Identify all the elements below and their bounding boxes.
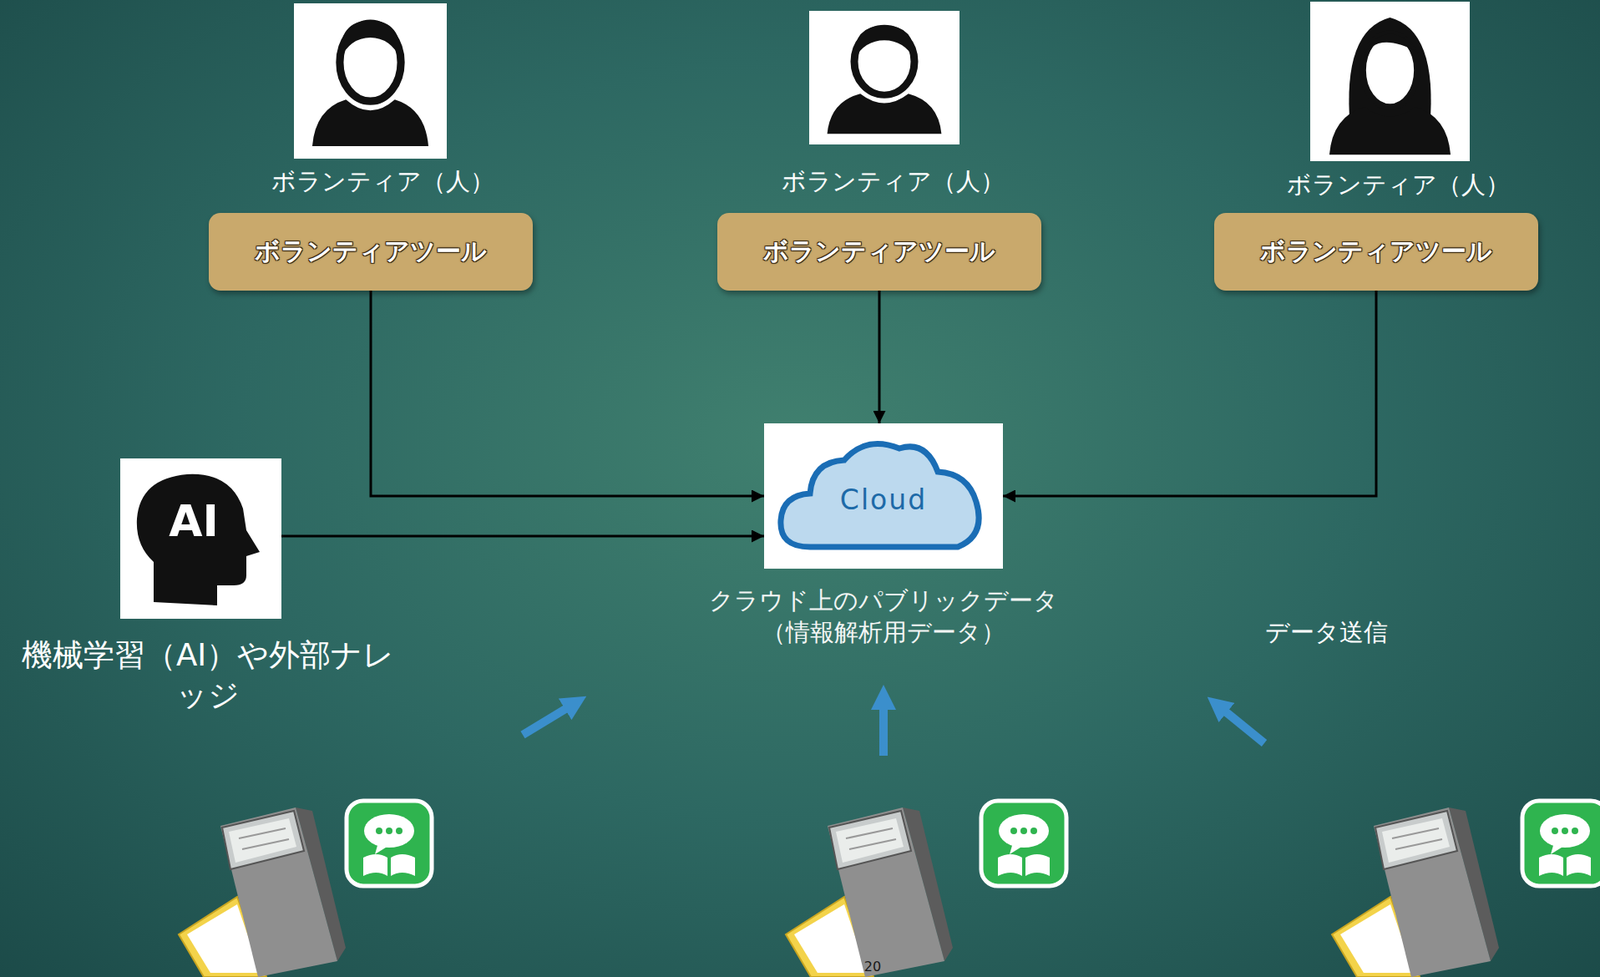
head-silhouette [136,474,260,606]
icon-frame [764,423,1003,569]
app-icon [346,800,432,887]
page-number: 20 [864,958,882,975]
tool-box: ボランティアツール [1214,212,1539,291]
tool-box: ボランティアツール [717,212,1042,291]
person-icon [1310,1,1470,162]
connector [1002,290,1377,497]
ai-icon [120,458,282,619]
send-arrow [522,701,578,735]
node-title: ボランティアツール [254,234,487,269]
app-shape [346,800,432,887]
connector [281,535,765,538]
person-silhouette [827,25,942,135]
flow-label: データ送信 [1265,617,1388,648]
node-caption: 機械学習（AI）や外部ナレッジ [7,635,409,716]
scanner-device [1331,807,1499,977]
person-icon [293,3,447,159]
person-label: ボランティア（人） [271,167,495,197]
person-silhouette [312,20,429,147]
icon-frame [120,458,282,619]
person-silhouette [1329,17,1451,155]
send-arrow [879,694,888,756]
app-shape [981,800,1067,887]
send-arrows [522,694,1265,756]
app-icon [1522,800,1600,887]
ai-box: AI機械学習（AI）や外部ナレッジ [120,458,282,619]
scanner-shape [178,807,346,977]
scanner-shape [1331,807,1499,977]
node-title: ボランティアツール [763,234,996,269]
node-caption: クラウド上のパブリックデータ （情報解析用データ） [691,585,1076,649]
person-icon [809,10,960,145]
person-label: ボランティア（人） [1286,170,1510,200]
cloud-icon [764,423,1003,569]
node-title: AI [151,495,236,547]
scanner-device [785,807,953,977]
app-icon [981,800,1067,887]
icon-frame [1310,1,1470,162]
icon-frame [809,10,960,145]
send-arrow [1215,703,1265,744]
person-label: ボランティア（人） [781,167,1005,197]
cloud-box: Cloudクラウド上のパブリックデータ （情報解析用データ） [764,423,1003,569]
icon-frame [293,3,447,159]
scanner-shape [785,807,953,977]
tool-box: ボランティアツール [208,212,533,291]
node-title: ボランティアツール [1260,234,1493,269]
node-title: Cloud [764,483,1003,517]
connector [370,290,765,497]
app-shape [1522,800,1600,887]
connector [878,290,882,424]
scanner-device [178,807,346,977]
